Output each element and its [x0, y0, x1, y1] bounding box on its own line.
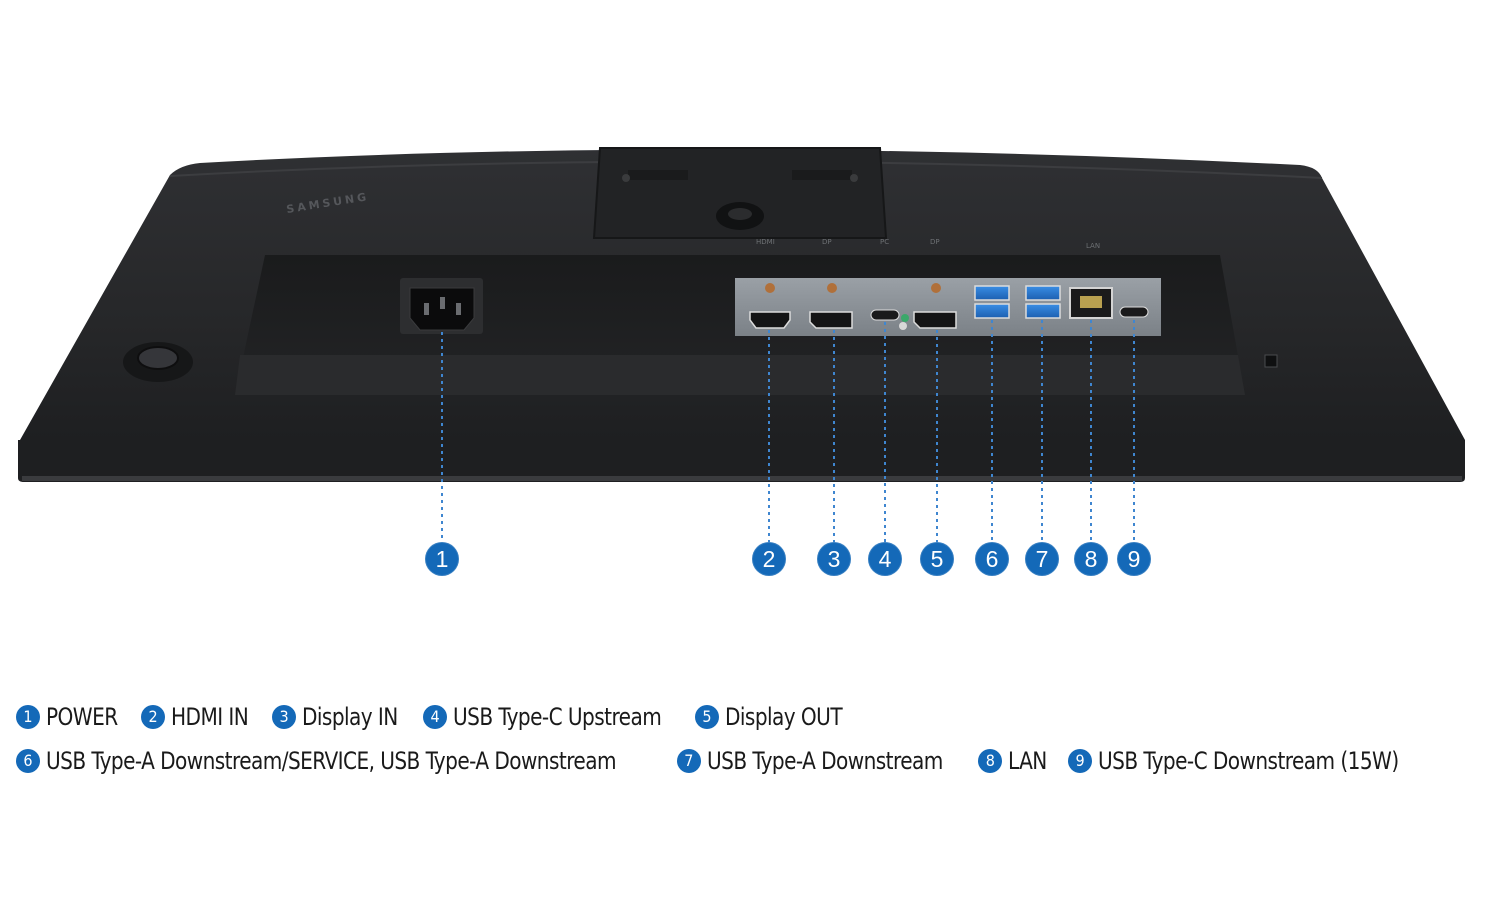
callout-marker-3: 3 [817, 542, 851, 576]
mount-screw-left [622, 174, 630, 182]
silkscreen-pc: PC [880, 238, 889, 246]
legend-label: USB Type-A Downstream [706, 747, 943, 775]
silkscreen-dp-out: DP [930, 238, 940, 246]
usb-a-port-7-bottom-icon [1025, 303, 1061, 319]
silkscreen-dp-in: DP [822, 238, 832, 246]
bezel-highlight [22, 476, 1462, 481]
silkscreen-hdmi: HDMI [756, 238, 775, 246]
kensington-lock-icon [1264, 354, 1278, 368]
legend-label: USB Type-C Downstream (15W) [1098, 747, 1399, 775]
silkscreen-lan: LAN [1086, 242, 1100, 250]
callout-marker-4: 4 [868, 542, 902, 576]
usb-a-port-7-top-icon [1025, 285, 1061, 301]
legend-number: 1 [16, 705, 40, 729]
callout-marker-9: 9 [1117, 542, 1151, 576]
usb-c-upstream-icon [870, 309, 900, 321]
legend-label: HDMI IN [171, 703, 249, 731]
recess-floor-shade [235, 355, 1245, 395]
legend-label: Display OUT [724, 703, 843, 731]
legend-label: USB Type-A Downstream/SERVICE, USB Type-… [46, 747, 617, 775]
callout-marker-8: 8 [1074, 542, 1108, 576]
legend-number: 9 [1068, 749, 1093, 773]
mount-rib-right [792, 170, 852, 180]
mount-hole-inner [728, 208, 752, 220]
legend-number: 8 [978, 749, 1003, 773]
callout-marker-2: 2 [752, 542, 786, 576]
leader-lines [441, 320, 1135, 542]
port-silkscreen: HDMI DP PC DP LAN [756, 238, 1100, 250]
joystick-icon [137, 346, 179, 370]
callout-marker-6: 6 [975, 542, 1009, 576]
legend-number: 2 [141, 705, 166, 729]
legend-number: 6 [16, 749, 40, 773]
legend-number: 7 [676, 749, 701, 773]
mount-rib-left [628, 170, 688, 180]
legend-number: 4 [423, 705, 448, 729]
displayport-out-icon [913, 311, 957, 329]
mount-screw-right [850, 174, 858, 182]
callout-marker-5: 5 [920, 542, 954, 576]
displayport-in-icon [809, 311, 853, 329]
legend-number: 5 [694, 705, 719, 729]
legend-label: LAN [1008, 747, 1048, 775]
callout-marker-1: 1 [425, 542, 459, 576]
callout-marker-7: 7 [1025, 542, 1059, 576]
bezel-edge [18, 440, 1465, 482]
legend-label: USB Type-C Upstream [453, 703, 662, 731]
legend-number: 3 [272, 705, 297, 729]
usb-c-downstream-icon [1119, 306, 1149, 318]
legend-label: Display IN [302, 703, 398, 731]
legend-label: POWER [46, 703, 118, 731]
hdmi-port-icon [749, 311, 791, 329]
usb-a-port-6-top-icon [974, 285, 1010, 301]
usb-a-port-6-bottom-icon [974, 303, 1010, 319]
